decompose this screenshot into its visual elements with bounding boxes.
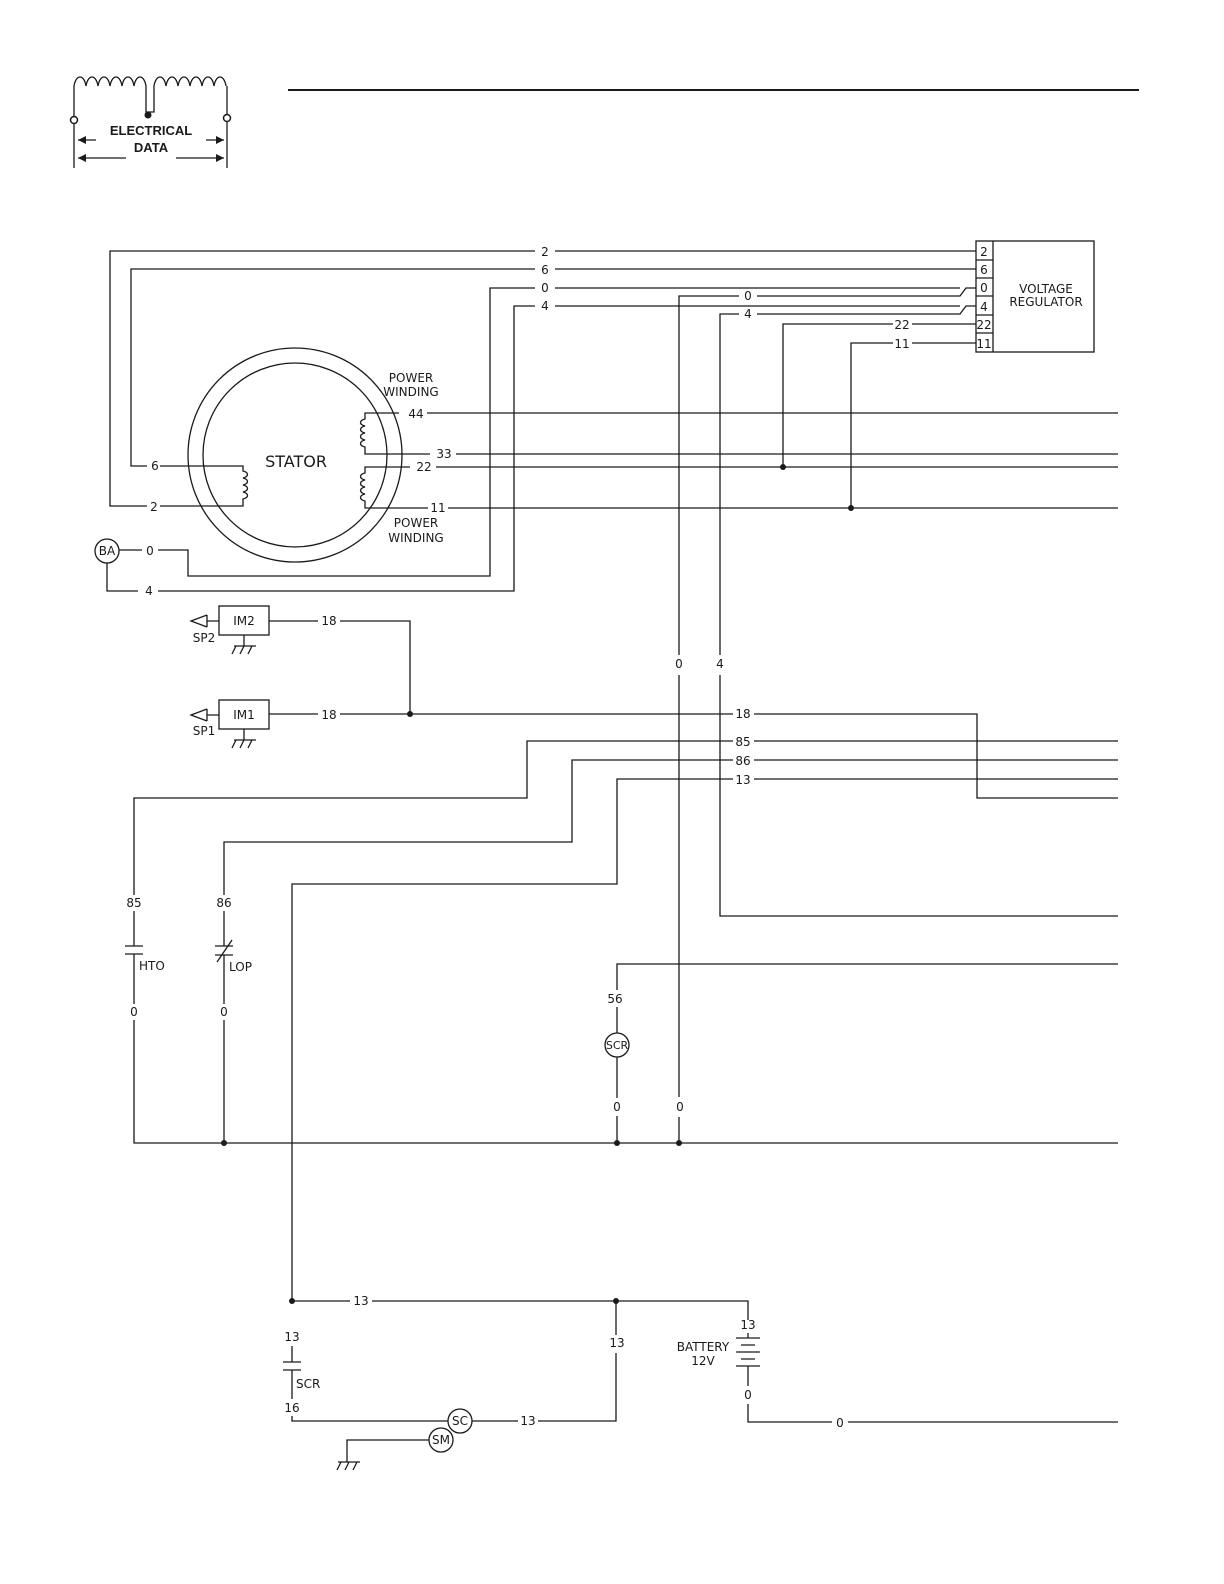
im1-component: IM1 SP1 18 18 — [191, 700, 1118, 798]
im2-wire-18: 18 — [321, 614, 336, 628]
battery-bus-wire-0: 0 — [836, 1416, 844, 1430]
voltage-regulator: 2 6 0 4 22 11 VOLTAGE REGULATOR — [976, 241, 1094, 352]
reg-wire-label-0: 0 — [744, 289, 752, 303]
bus-wire-86: 86 — [735, 754, 750, 768]
vert-wire-label-0: 0 — [675, 657, 683, 671]
sc-label: SC — [452, 1414, 468, 1428]
power-winding-top-2: WINDING — [383, 385, 438, 399]
scr-wire-0: 0 — [613, 1100, 621, 1114]
regulator-wires: 2 6 0 4 0 4 22 11 0 4 — [107, 245, 1118, 1143]
junction-lop — [221, 1140, 227, 1146]
reg-wire-label-11: 11 — [894, 337, 909, 351]
regulator-title-2: REGULATOR — [1009, 295, 1082, 309]
reg-terminal-11: 11 — [976, 337, 991, 351]
lop-wire-0: 0 — [220, 1005, 228, 1019]
stator-wire-44: 44 — [408, 407, 423, 421]
junction-gnd — [676, 1140, 682, 1146]
scr-contact-wire-16: 16 — [284, 1401, 299, 1415]
stator: STATOR POWER WINDING POWER WINDING 44 33… — [150, 348, 451, 562]
wire-label-2: 2 — [541, 245, 549, 259]
hto-wire-85: 85 — [126, 896, 141, 910]
stator-wire-2: 2 — [150, 500, 158, 514]
starter-circuit: 13 13 SCR 16 13 13 SC SM — [283, 1294, 748, 1470]
hto-label: HTO — [139, 959, 165, 973]
ba-wire-0: 0 — [146, 544, 154, 558]
sp1-label: SP1 — [193, 724, 216, 738]
logo-line2: DATA — [134, 140, 169, 155]
stator-wire-11: 11 — [430, 501, 445, 515]
power-winding-bottom-1: POWER — [394, 516, 438, 530]
stator-wire-33: 33 — [436, 447, 451, 461]
scr-relay-label: SCR — [606, 1039, 629, 1052]
stator-wire-22: 22 — [416, 460, 431, 474]
bus-wire-85: 85 — [735, 735, 750, 749]
scr-wire-56: 56 — [607, 992, 622, 1006]
reg-terminal-22: 22 — [976, 318, 991, 332]
ba-label: BA — [99, 544, 116, 558]
sm-label: SM — [432, 1433, 450, 1447]
bus-wire-13: 13 — [735, 773, 750, 787]
sc-wire-13: 13 — [520, 1414, 535, 1428]
scr-contact-label: SCR — [296, 1377, 320, 1391]
reg-terminal-6: 6 — [980, 263, 988, 277]
regulator-title-1: VOLTAGE — [1019, 282, 1073, 296]
junction-18 — [407, 711, 413, 717]
gnd-wire-0: 0 — [676, 1100, 684, 1114]
junction-scr — [614, 1140, 620, 1146]
reg-terminal-4: 4 — [980, 300, 988, 314]
mid-wire-13: 13 — [609, 1336, 624, 1350]
reg-terminal-2: 2 — [980, 245, 988, 259]
battery-label-2: 12V — [691, 1354, 715, 1368]
wire-label-4: 4 — [541, 299, 549, 313]
bus-wire-18: 18 — [735, 707, 750, 721]
reg-wire-label-4: 4 — [744, 307, 752, 321]
im1-wire-18: 18 — [321, 708, 336, 722]
junction-11 — [848, 505, 854, 511]
battery: 13 BATTERY 12V 0 0 — [677, 1318, 1118, 1430]
wire-label-0: 0 — [541, 281, 549, 295]
stator-wire-6: 6 — [151, 459, 159, 473]
scr-relay: 56 SCR 0 0 — [605, 964, 1118, 1143]
bus-wires: 85 86 13 — [134, 735, 1118, 1301]
power-winding-bottom-2: WINDING — [388, 531, 443, 545]
lop-label: LOP — [229, 960, 252, 974]
ba-component: BA 0 4 — [95, 539, 154, 598]
logo-line1: ELECTRICAL — [110, 123, 192, 138]
reg-wire-label-22: 22 — [894, 318, 909, 332]
hto-wire-0: 0 — [130, 1005, 138, 1019]
im1-label: IM1 — [233, 708, 255, 722]
stator-label: STATOR — [265, 452, 327, 471]
im2-label: IM2 — [233, 614, 255, 628]
power-winding-top-1: POWER — [389, 371, 433, 385]
ba-wire-4: 4 — [145, 584, 153, 598]
bottom-wire-13: 13 — [353, 1294, 368, 1308]
im2-component: IM2 SP2 18 — [191, 606, 410, 714]
lop-wire-86: 86 — [216, 896, 231, 910]
vert-wire-label-4: 4 — [716, 657, 724, 671]
scr-contact-wire-13: 13 — [284, 1330, 299, 1344]
hto-switch: 85 HTO 0 — [125, 896, 1118, 1143]
sp2-label: SP2 — [193, 631, 216, 645]
battery-wire-13: 13 — [740, 1318, 755, 1332]
battery-wire-0: 0 — [744, 1388, 752, 1402]
wire-label-6: 6 — [541, 263, 549, 277]
junction-22 — [780, 464, 786, 470]
lop-switch: 86 LOP 0 — [215, 896, 252, 1143]
reg-terminal-0: 0 — [980, 281, 988, 295]
battery-label-1: BATTERY — [677, 1340, 730, 1354]
electrical-data-logo: ELECTRICAL DATA — [71, 77, 231, 168]
